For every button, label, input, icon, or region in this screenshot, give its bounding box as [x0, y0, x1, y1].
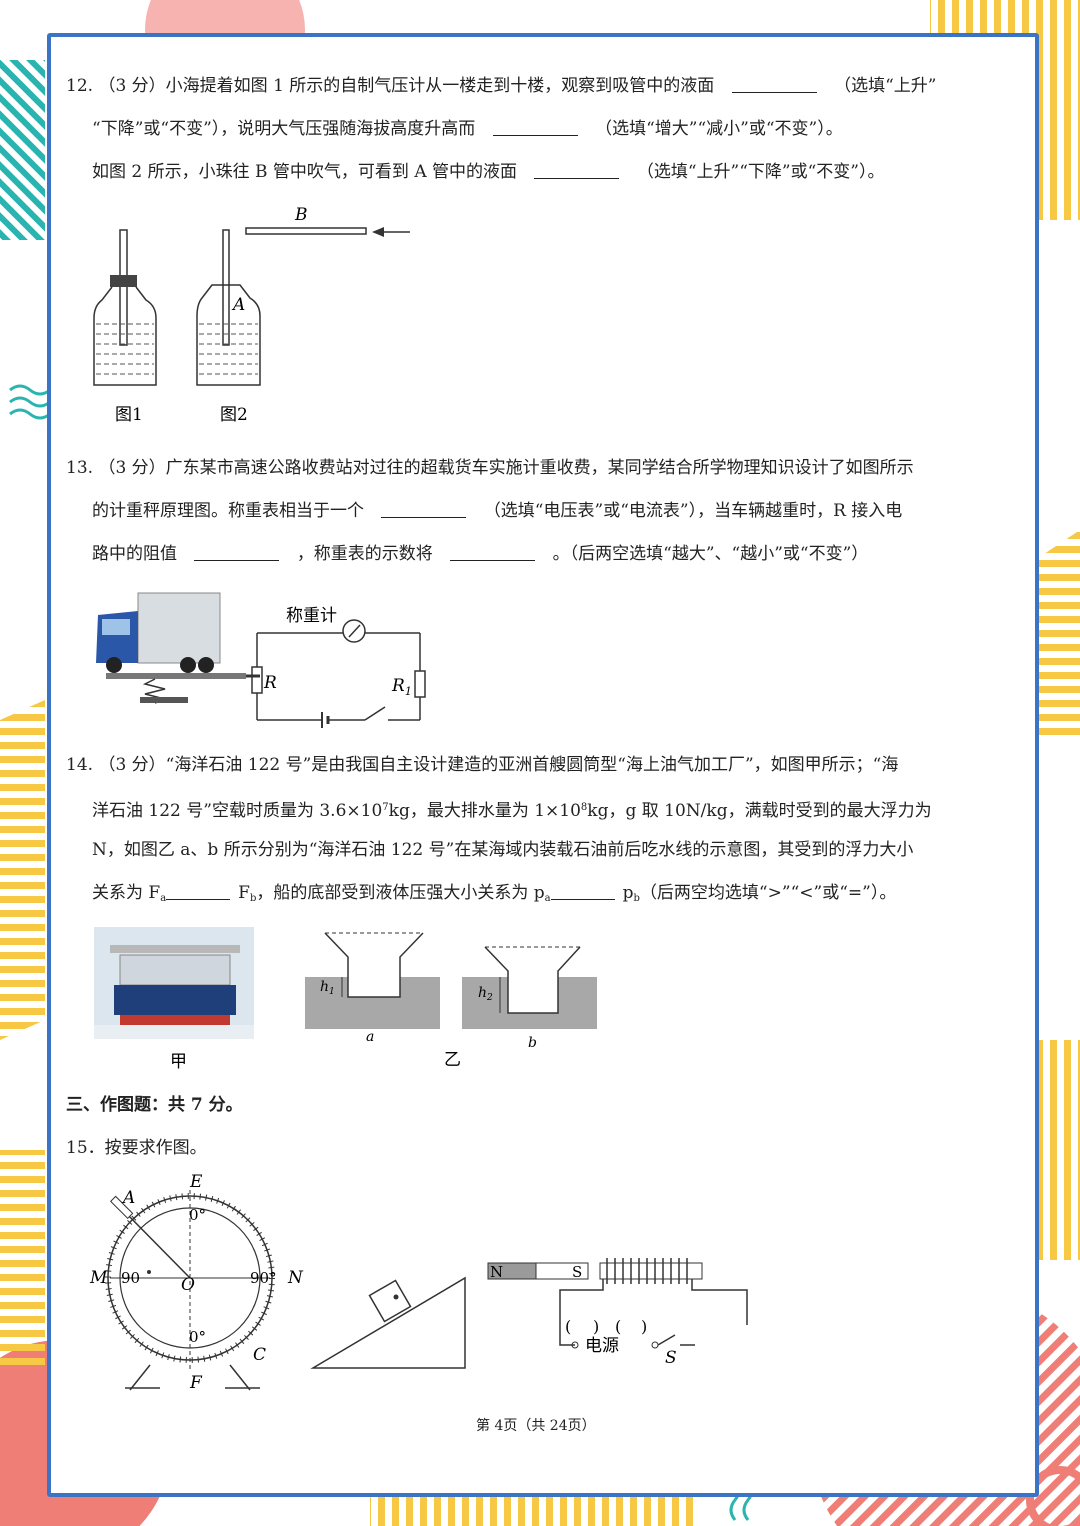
switch-s-label: S — [665, 1348, 677, 1368]
deg-0-bottom: 0° — [189, 1328, 206, 1346]
truck-image — [96, 592, 221, 673]
q12-blank-1 — [731, 78, 817, 93]
label-m: M — [89, 1268, 108, 1288]
tube-b-label: B — [294, 205, 308, 225]
caption-yi: 乙 — [444, 1050, 461, 1070]
q14-line2: 洋石油 122 号”空载时质量为 3.6×107kg，最大排水量为 1×108k… — [92, 798, 932, 821]
label-h1: h1 — [320, 979, 335, 997]
q14-text-4b: F — [238, 883, 250, 903]
q13-blank-2 — [194, 546, 280, 561]
q12-text-3: 如图 2 所示，小珠往 B 管中吹气，可看到 A 管中的液面 — [92, 162, 518, 182]
oil-platform-photo — [94, 927, 254, 1039]
q14-text-4d: p — [622, 883, 634, 903]
q14-figure: 甲 h1 a h2 b 乙 — [94, 927, 597, 1072]
fig2-caption: 图2 — [220, 405, 248, 425]
power-label: 电源 — [585, 1336, 619, 1356]
q12-text-1: 12. （3 分）小海提着如图 1 所示的自制气压计从一楼走到十楼，观察到吸管中… — [66, 76, 715, 96]
magnet-n-label: N — [490, 1263, 503, 1281]
q12-line3: 如图 2 所示，小珠往 B 管中吹气，可看到 A 管中的液面 （选填“上升”“下… — [92, 162, 884, 182]
q12-line1: 12. （3 分）小海提着如图 1 所示的自制气压计从一楼走到十楼，观察到吸管中… — [66, 76, 936, 96]
deg-90-left: 90 — [121, 1269, 140, 1287]
q12-blank-3 — [534, 164, 620, 179]
label-c: C — [253, 1345, 266, 1365]
q12-text-2-tail: （选填“增大”“减小”或“不变”）。 — [595, 119, 843, 139]
caption-jia: 甲 — [170, 1052, 187, 1072]
q13-figure: R 称重计 R1 — [96, 592, 426, 728]
q13-text-1: 13. （3 分）广东某市高速公路收费站对过往的超载货车实施计重收费，某同学结合… — [66, 458, 914, 478]
barometer-jar — [93, 229, 157, 386]
q14-text-4a: 关系为 F — [92, 883, 161, 903]
q12-figure: 图1 B A 图2 — [93, 205, 410, 425]
meter-label: 称重计 — [286, 606, 337, 626]
q14-text-2a: 洋石油 122 号”空载时质量为 3.6×10 — [92, 801, 383, 821]
paren-2-open: ( — [615, 1317, 621, 1336]
paren-1-open: ( — [565, 1317, 571, 1336]
q14-text-2c: kg，g 取 10N/kg，满载时受到的最大浮力为 — [587, 801, 932, 821]
incline-block-diagram — [310, 1276, 466, 1369]
q12-line2: “下降”或“不变”），说明大气压强随海拔高度升高而 （选填“增大”“减小”或“不… — [92, 119, 843, 139]
blow-tube-jar — [196, 227, 410, 386]
q13-line2: 的计重秤原理图。称重表相当于一个 （选填“电压表”或“电流表”），当车辆越重时，… — [92, 501, 902, 521]
deg-0-top: 0° — [189, 1206, 206, 1224]
q14-exp-1: 7 — [382, 802, 389, 813]
q14-blank-2 — [550, 885, 615, 900]
deg-90-right: 90° — [250, 1269, 277, 1287]
q13-line3: 路中的阻值 ，称重表的示数将 。（后两空选填“越大”、“越小”或“不变”） — [92, 544, 868, 564]
q13-text-2-tail: （选填“电压表”或“电流表”），当车辆越重时，R 接入电 — [483, 501, 903, 521]
label-o: O — [181, 1275, 195, 1295]
q13-blank-3 — [450, 546, 536, 561]
q13-text-3: 路中的阻值 — [92, 544, 177, 564]
label-n: N — [287, 1268, 304, 1288]
q14-text-3: N，如图乙 a、b 所示分别为“海洋石油 122 号”在某海域内装载石油前后吃水… — [92, 840, 914, 860]
label-a-point: A — [121, 1188, 135, 1208]
label-b: b — [528, 1035, 537, 1051]
q13-text-3-mid: ，称重表的示数将 — [296, 544, 433, 564]
q14-sub-a: a — [160, 893, 167, 904]
q14-sub-c: a — [544, 893, 551, 904]
paren-2-close: ) — [641, 1317, 647, 1336]
label-e: E — [189, 1172, 203, 1192]
protractor-diagram — [105, 1190, 275, 1391]
q14-text-4e: （后两空均选填“>”“<”或“=”）。 — [639, 883, 897, 903]
switch-icon — [364, 706, 386, 721]
q13-text-3-tail: 。（后两空选填“越大”、“越小”或“不变”） — [552, 544, 869, 564]
resistor-r-label: R — [263, 673, 277, 693]
label-a: a — [366, 1029, 374, 1045]
meter-icon — [342, 619, 366, 643]
fig1-caption: 图1 — [115, 405, 143, 425]
q13-blank-1 — [381, 503, 467, 518]
q15-figure: E A M N O C F 0° 0° 90 90° N S ( ) ( ) 电… — [89, 1172, 748, 1393]
q14-line1: 14. （3 分）“海洋石油 122 号”是由我国自主设计建造的亚洲首艘圆筒型“… — [66, 755, 898, 775]
tube-a-label: A — [231, 295, 245, 315]
q14-text-1: 14. （3 分）“海洋石油 122 号”是由我国自主设计建造的亚洲首艘圆筒型“… — [66, 755, 899, 775]
resistor-r1-label: R1 — [391, 676, 412, 698]
q12-text-3-tail: （选填“上升”“下降”或“不变”）。 — [636, 162, 885, 182]
magnet-s-label: S — [572, 1263, 582, 1281]
page-frame — [47, 33, 1039, 1497]
q14-blank-1 — [166, 885, 231, 900]
q14-text-4c: ，船的底部受到液体压强大小关系为 p — [256, 883, 545, 903]
q14-line3: N，如图乙 a、b 所示分别为“海洋石油 122 号”在某海域内装载石油前后吃水… — [92, 840, 913, 860]
q13-text-2: 的计重秤原理图。称重表相当于一个 — [92, 501, 364, 521]
q14-exp-2: 8 — [580, 802, 588, 813]
q12-text-2: “下降”或“不变”），说明大气压强随海拔高度升高而 — [92, 119, 476, 139]
magnet-coil-circuit — [487, 1258, 748, 1349]
q14-text-2b: kg，最大排水量为 1×10 — [388, 801, 581, 821]
q12-text-1-tail: （选填“上升” — [834, 76, 937, 96]
paren-1-close: ) — [593, 1317, 599, 1336]
page-number: 第 4页（共 24页） — [476, 1418, 596, 1434]
q12-blank-2 — [492, 121, 578, 136]
section3-title: 三、作图题：共 7 分。 — [66, 1095, 243, 1115]
q14-sub-b: b — [249, 893, 257, 904]
q15-line1: 15．按要求作图。 — [66, 1138, 207, 1158]
label-f: F — [189, 1373, 203, 1393]
label-h2: h2 — [478, 985, 493, 1003]
q14-sub-d: b — [633, 893, 640, 904]
q13-line1: 13. （3 分）广东某市高速公路收费站对过往的超载货车实施计重收费，某同学结合… — [66, 458, 914, 478]
